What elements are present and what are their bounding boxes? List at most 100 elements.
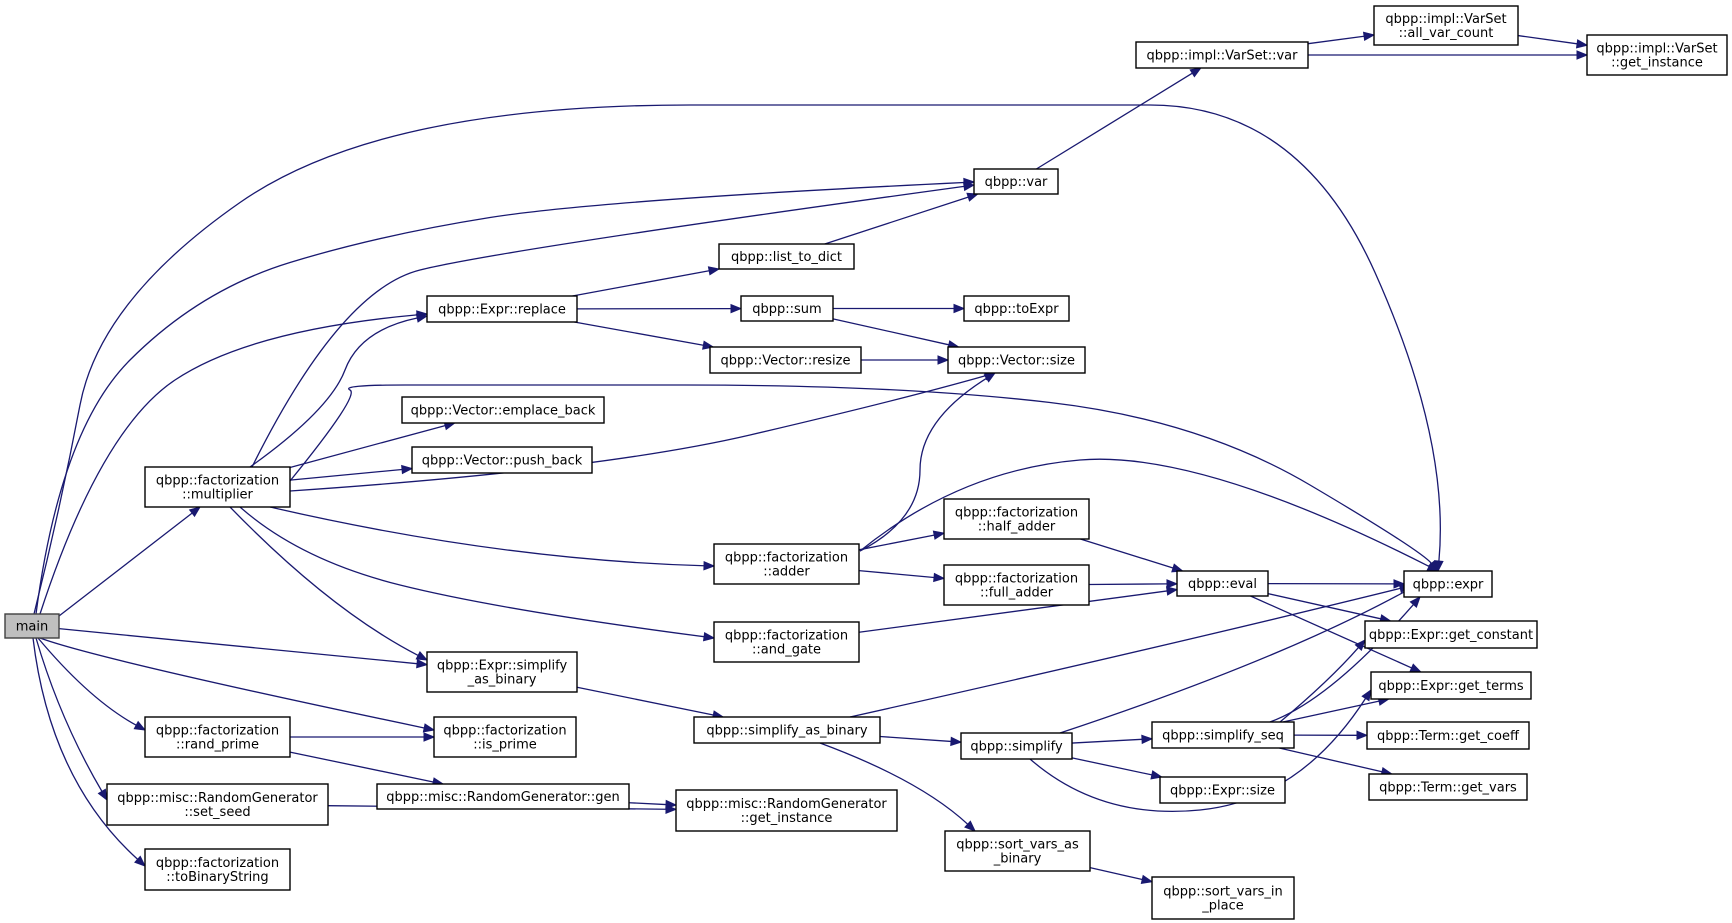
- edge-line: [849, 587, 1401, 718]
- edge-line: [289, 751, 434, 783]
- node-get-vars[interactable]: qbpp::Term::get_vars: [1368, 773, 1528, 801]
- node-label: qbpp::misc::RandomGenerator: [117, 791, 318, 806]
- call-edge-simplify_as_binary-to-simplify: [879, 735, 963, 747]
- node-get-terms[interactable]: qbpp::Expr::get_terms: [1370, 671, 1532, 700]
- arrowhead-icon: [1165, 586, 1179, 596]
- node-expr-size[interactable]: qbpp::Expr::size: [1159, 776, 1286, 804]
- node-main[interactable]: main: [4, 613, 60, 639]
- call-edge-main-to-rand_prime: [37, 637, 147, 731]
- call-edge-adder-to-vector_size: [859, 372, 997, 552]
- edge-line: [824, 196, 969, 245]
- node-box: [675, 789, 898, 832]
- node-label: ::multiplier: [182, 488, 253, 503]
- node-label: qbpp::sum: [752, 302, 821, 317]
- edge-line: [879, 735, 952, 743]
- arrowhead-icon: [415, 313, 429, 323]
- node-toExpr[interactable]: qbpp::toExpr: [963, 295, 1070, 322]
- node-sum[interactable]: qbpp::sum: [740, 295, 834, 322]
- node-label: qbpp::Expr::simplify: [437, 659, 568, 674]
- node-expr[interactable]: qbpp::expr: [1403, 570, 1493, 598]
- edge-line: [1279, 647, 1359, 723]
- node-label: qbpp::Expr::size: [1170, 784, 1275, 799]
- arrowhead-icon: [133, 720, 147, 731]
- arrowhead-icon: [702, 631, 716, 642]
- node-half-adder[interactable]: qbpp::factorization::half_adder: [943, 498, 1090, 540]
- node-var[interactable]: qbpp::var: [973, 168, 1059, 195]
- arrowhead-icon: [1356, 730, 1369, 741]
- node-label: ::and_gate: [752, 643, 821, 658]
- arrowhead-icon: [962, 181, 976, 192]
- edge-line: [39, 314, 418, 615]
- arrowhead-icon: [416, 658, 429, 669]
- node-box: [960, 732, 1073, 760]
- node-rg-get-instance[interactable]: qbpp::misc::RandomGenerator::get_instanc…: [675, 789, 898, 832]
- edge-line: [858, 534, 935, 551]
- arrowhead-icon: [134, 855, 146, 867]
- arrowhead-icon: [707, 266, 721, 276]
- edge-line: [1250, 595, 1412, 669]
- node-push-back[interactable]: qbpp::Vector::push_back: [411, 446, 593, 474]
- call-edge-simplify_seq-to-get_terms: [1282, 696, 1391, 723]
- node-toBinaryString[interactable]: qbpp::factorization::toBinaryString: [144, 848, 291, 891]
- node-box: [376, 783, 630, 810]
- node-label: qbpp::Expr::get_terms: [1378, 679, 1524, 694]
- node-emplace-back[interactable]: qbpp::Vector::emplace_back: [401, 396, 605, 424]
- node-multiplier[interactable]: qbpp::factorization::multiplier: [144, 466, 291, 508]
- node-label: qbpp::factorization: [156, 724, 279, 739]
- edge-line: [58, 512, 193, 617]
- node-sort-vars-in-place[interactable]: qbpp::sort_vars_in_place: [1151, 876, 1295, 920]
- call-edge-rand_prime-to-rg_gen: [289, 751, 445, 787]
- edge-line: [858, 569, 935, 579]
- node-full-adder[interactable]: qbpp::factorization::full_adder: [943, 564, 1090, 606]
- node-set-seed[interactable]: qbpp::misc::RandomGenerator::set_seed: [106, 783, 329, 826]
- call-edge-multiplier-to-push_back: [289, 464, 414, 481]
- arrowhead-icon: [423, 732, 436, 742]
- node-box: [718, 243, 855, 270]
- node-rand-prime[interactable]: qbpp::factorization::rand_prime: [144, 716, 291, 758]
- node-varset-var[interactable]: qbpp::impl::VarSet::var: [1135, 41, 1309, 69]
- node-is-prime[interactable]: qbpp::factorization::is_prime: [433, 716, 577, 758]
- node-simplify[interactable]: qbpp::simplify: [960, 732, 1073, 760]
- edge-line: [1279, 747, 1383, 773]
- node-varset-get-instance[interactable]: qbpp::impl::VarSet::get_instance: [1586, 34, 1728, 76]
- edge-line: [1036, 72, 1193, 170]
- node-label: ::set_seed: [184, 805, 250, 820]
- call-edge-expr_replace-to-sum: [576, 303, 743, 314]
- node-expr-replace[interactable]: qbpp::Expr::replace: [426, 295, 578, 323]
- node-rg-gen[interactable]: qbpp::misc::RandomGenerator::gen: [376, 783, 630, 810]
- edge-line: [1029, 698, 1367, 813]
- node-expr-simplify-as-binary[interactable]: qbpp::Expr::simplify_as_binary: [426, 651, 578, 693]
- node-label: _binary: [993, 852, 1042, 867]
- node-box: [943, 564, 1090, 606]
- node-simplify-seq[interactable]: qbpp::simplify_seq: [1151, 721, 1295, 749]
- node-label: ::all_var_count: [1399, 26, 1494, 41]
- node-label: qbpp::Term::get_vars: [1379, 781, 1517, 796]
- arrowhead-icon: [932, 530, 946, 540]
- call-edge-simplify_seq-to-expr: [1269, 595, 1421, 723]
- node-vector-resize[interactable]: qbpp::Vector::resize: [709, 346, 862, 374]
- node-label: ::adder: [763, 565, 810, 580]
- node-vector-size[interactable]: qbpp::Vector::size: [947, 346, 1086, 374]
- node-sort-vars-as-binary[interactable]: qbpp::sort_vars_as_binary: [944, 830, 1091, 872]
- node-eval[interactable]: qbpp::eval: [1176, 570, 1269, 597]
- node-simplify-as-binary[interactable]: qbpp::simplify_as_binary: [693, 716, 881, 744]
- call-edge-simplify_as_binary-to-sort_vars_as_binary: [819, 742, 976, 832]
- edge-line: [35, 637, 103, 792]
- arrowhead-icon: [665, 804, 678, 814]
- call-edge-varset_var-to-all_var_count: [1307, 31, 1376, 45]
- node-list-to-dict[interactable]: qbpp::list_to_dict: [718, 243, 855, 270]
- edge-line: [35, 181, 965, 615]
- node-adder[interactable]: qbpp::factorization::adder: [713, 543, 860, 585]
- edge-line: [1267, 593, 1381, 620]
- edge-line: [859, 377, 987, 552]
- node-get-constant[interactable]: qbpp::Expr::get_constant: [1364, 620, 1538, 649]
- node-and-gate[interactable]: qbpp::factorization::and_gate: [713, 621, 860, 663]
- node-get-coeff[interactable]: qbpp::Term::get_coeff: [1366, 721, 1530, 750]
- node-label: qbpp::Expr::get_constant: [1369, 628, 1533, 643]
- edge-layer: [32, 31, 1589, 885]
- node-all-var-count[interactable]: qbpp::impl::VarSet::all_var_count: [1373, 5, 1519, 46]
- arrowhead-icon: [730, 303, 743, 314]
- node-label: qbpp::expr: [1413, 578, 1484, 593]
- node-label: qbpp::eval: [1188, 577, 1257, 592]
- arrowhead-icon: [964, 820, 976, 832]
